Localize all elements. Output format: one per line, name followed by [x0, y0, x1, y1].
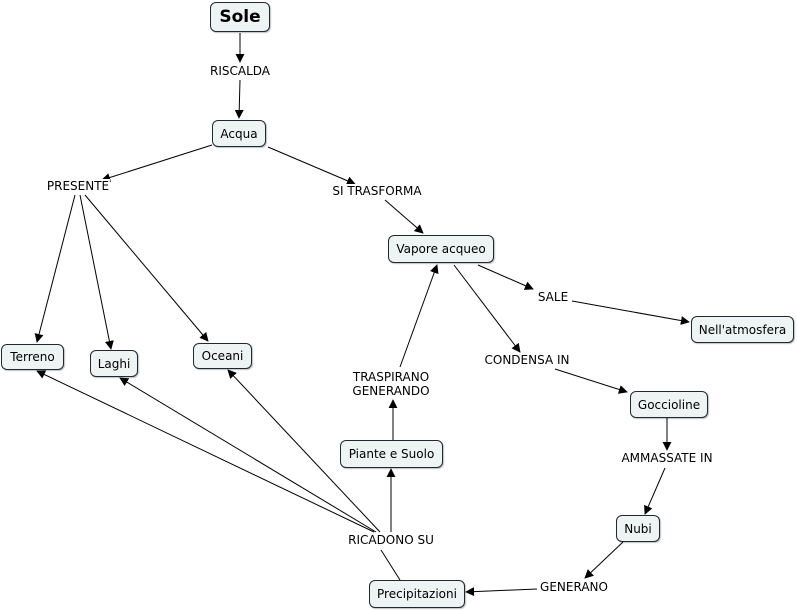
edge-ricadono-terreno	[36, 370, 375, 533]
link-generano: GENERANO	[539, 580, 609, 594]
concept-terreno[interactable]: Terreno	[1, 344, 64, 370]
edge-vapore-condensa	[453, 264, 521, 353]
edge-presente-laghi	[79, 194, 114, 350]
link-condensa-in: CONDENSA IN	[483, 353, 571, 367]
link-riscalda: RISCALDA	[208, 64, 272, 78]
edge-ricadono-laghi	[119, 377, 377, 533]
link-ammassate-in: AMMASSATE IN	[620, 451, 714, 465]
link-traspirano-line2: GENERANDO	[352, 384, 430, 398]
edge-vapore-sale	[477, 264, 534, 290]
edge-acqua-si-trasforma	[267, 146, 356, 185]
edge-presente-terreno	[34, 194, 76, 343]
link-si-trasforma: SI TRASFORMA	[331, 184, 423, 198]
concept-nubi[interactable]: Nubi	[616, 515, 660, 542]
concept-piante-e-suolo[interactable]: Piante e Suolo	[340, 440, 443, 468]
edge-sale-atmosfera	[571, 300, 690, 325]
edge-traspirano-vapore	[399, 264, 439, 368]
link-sale: SALE	[536, 290, 570, 304]
concept-vapore-acqueo[interactable]: Vapore acqueo	[388, 235, 494, 263]
concept-sole[interactable]: Sole	[210, 2, 270, 32]
concept-laghi[interactable]: Laghi	[90, 350, 138, 377]
edge-ricadono-oceani	[227, 369, 381, 533]
edge-si-trasforma-vapore	[384, 199, 424, 234]
edge-condensa-goccioline	[554, 368, 628, 394]
link-presente: PRESENTE	[45, 179, 111, 193]
link-traspirano-generando: TRASPIRANO GENERANDO	[351, 370, 431, 398]
edge-generano-precipitazioni	[465, 587, 538, 597]
concept-precipitazioni[interactable]: Precipitazioni	[369, 580, 465, 608]
concept-nell-atmosfera[interactable]: Nell'atmosfera	[691, 316, 794, 343]
edge-ammassate-nubi	[644, 467, 666, 515]
concept-acqua[interactable]: Acqua	[212, 120, 266, 147]
edge-riscalda-acqua	[234, 79, 244, 119]
edge-presente-oceani	[84, 194, 209, 342]
edge-precipitazioni-ricadono	[380, 549, 401, 581]
edge-nubi-generano	[584, 541, 624, 579]
concept-goccioline[interactable]: Goccioline	[630, 391, 708, 418]
concept-oceani[interactable]: Oceani	[193, 343, 252, 369]
link-ricadono-su: RICADONO SU	[347, 533, 435, 547]
link-traspirano-line1: TRASPIRANO	[352, 370, 430, 384]
edge-acqua-presente	[101, 144, 213, 182]
